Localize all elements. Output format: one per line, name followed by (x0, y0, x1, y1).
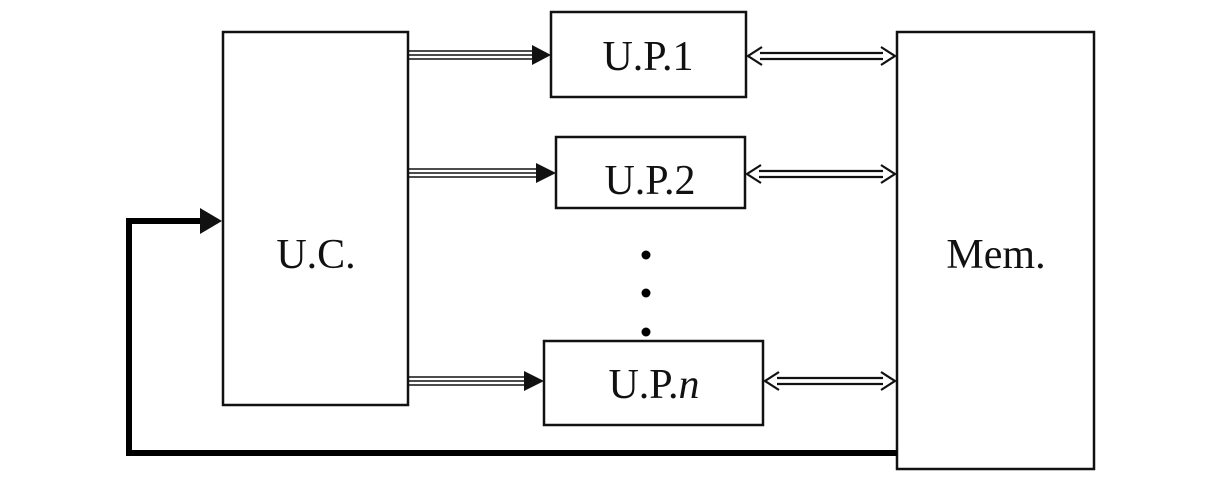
processing-unit-1-index: 1 (673, 34, 694, 80)
bus-arrow-to-pu-n (408, 371, 544, 391)
processing-unit-1-box (549, 10, 748, 99)
processing-unit-2-prefix: U.P. (604, 158, 674, 204)
processing-unit-n-index: n (679, 362, 700, 408)
ellipsis-dot-1 (641, 250, 651, 260)
control-unit-label: U.C. (276, 232, 355, 278)
processing-unit-2-label: U.P.2 (604, 158, 695, 204)
arrowhead-left-icon (744, 164, 762, 184)
arrowhead-icon (524, 371, 544, 391)
processing-unit-1: U.P.1 (549, 10, 748, 99)
arrowhead-icon (536, 163, 556, 183)
processing-unit-n-box (542, 339, 765, 427)
control-unit-box (221, 30, 410, 407)
bus-arrow-to-pu-2 (408, 163, 556, 183)
processing-unit-2-index: 2 (675, 158, 696, 204)
arrowhead-left-icon (745, 46, 763, 66)
processing-unit-n-label: U.P.n (608, 362, 699, 408)
memory-block: Mem. (895, 30, 1096, 471)
arrowhead-left-icon (762, 371, 780, 391)
processing-unit-1-label: U.P.1 (602, 34, 693, 80)
processing-unit-2-box (554, 135, 747, 210)
arrowhead-right-icon (880, 371, 898, 391)
ellipsis-dots (641, 250, 651, 337)
arrowhead-icon (532, 45, 551, 65)
processing-unit-n: U.P.n (542, 339, 765, 427)
processing-unit-n-prefix: U.P. (608, 362, 678, 408)
arrowhead-right-icon (880, 164, 898, 184)
arrowhead-icon (200, 208, 222, 234)
memory-box (895, 30, 1096, 471)
ellipsis-dot-3 (641, 327, 651, 337)
processing-unit-2: U.P.2 (554, 135, 747, 210)
control-unit-block: U.C. (221, 30, 410, 407)
bidirectional-arrow-pu-2-memory (744, 164, 898, 184)
ellipsis-dot-2 (641, 288, 651, 298)
feedback-arrow-memory-to-control-unit (126, 208, 897, 456)
bus-arrow-to-pu-1 (408, 45, 551, 65)
bidirectional-arrow-pu-n-memory (762, 371, 898, 391)
bidirectional-arrow-pu-1-memory (745, 46, 898, 66)
processing-unit-1-prefix: U.P. (602, 34, 672, 80)
arrowhead-right-icon (880, 46, 898, 66)
memory-label: Mem. (946, 232, 1045, 278)
